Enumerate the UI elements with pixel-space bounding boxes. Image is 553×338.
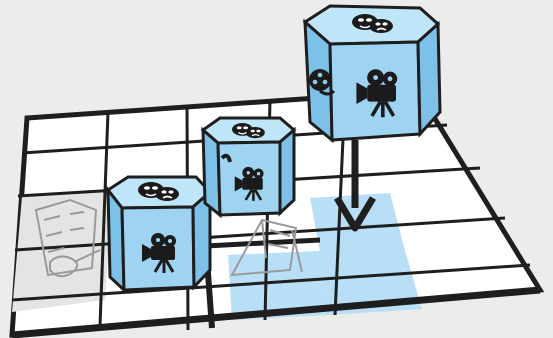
die-falling[interactable] (305, 6, 440, 140)
die-left[interactable] (108, 177, 210, 290)
die-middle[interactable] (203, 118, 294, 215)
